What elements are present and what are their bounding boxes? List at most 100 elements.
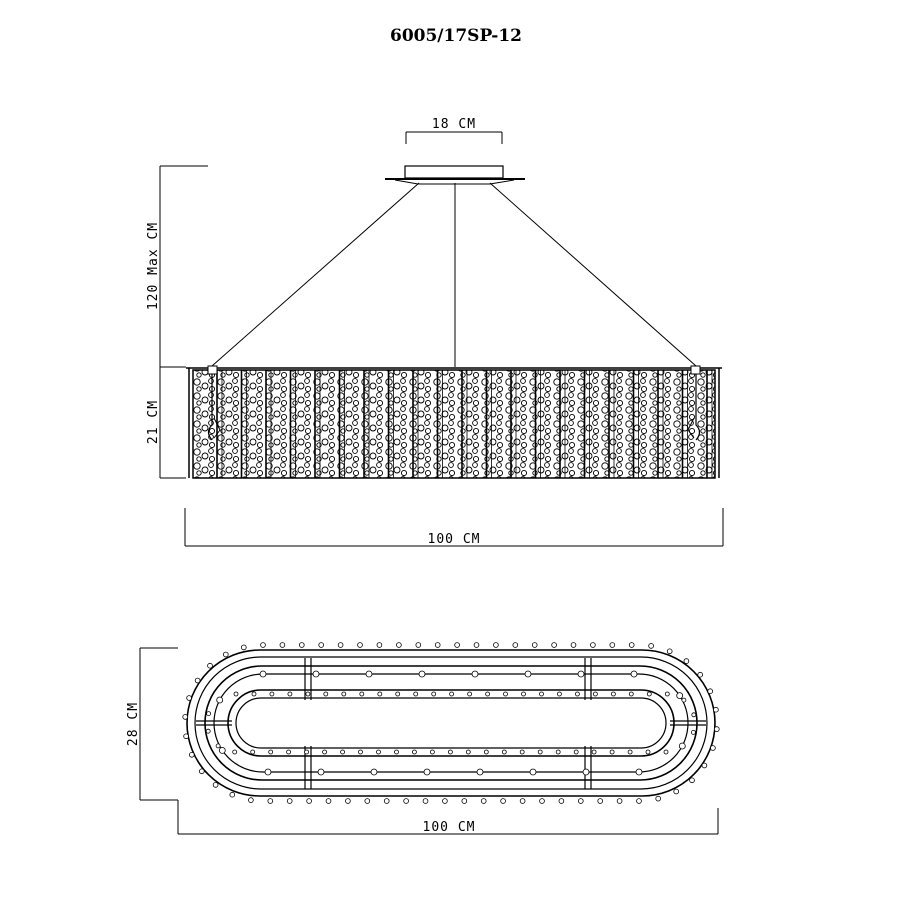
crystal-bead — [259, 670, 267, 678]
crystal-bead — [467, 691, 473, 697]
crystal-bead — [396, 642, 402, 648]
crystal-bead — [689, 777, 695, 784]
top-width-label: 100 CM — [423, 820, 476, 835]
crystal-bead — [465, 749, 471, 755]
oval-frame — [186, 649, 716, 797]
crystal-bead — [630, 670, 638, 678]
crystal-bead — [558, 798, 565, 804]
body-height-dimension: 21 CM — [146, 366, 186, 479]
chandelier-body — [186, 365, 722, 479]
left-end-bracket — [207, 365, 221, 441]
crystal-bead — [713, 726, 720, 732]
crystal-bead — [212, 782, 219, 788]
crystal-bead — [364, 798, 371, 804]
crystal-bead — [264, 768, 272, 776]
crystal-bead — [345, 798, 351, 804]
crystal-bead — [317, 768, 325, 776]
crystal-bead — [205, 728, 211, 734]
crystal-bead — [531, 642, 538, 648]
crystal-bead — [442, 798, 448, 804]
crystal-bead — [341, 691, 347, 697]
crystal-bead — [304, 749, 310, 755]
crystal-bead — [383, 798, 390, 804]
crystal-bead — [461, 798, 468, 804]
crystal-bead — [376, 749, 381, 755]
crystal-bead — [394, 749, 399, 755]
crystal-bead — [199, 768, 205, 775]
crystal-bead — [591, 749, 597, 755]
crystal-bead — [215, 743, 221, 749]
crystal-bead — [697, 671, 703, 678]
frame-cross-bars — [196, 658, 706, 789]
crystal-bead — [434, 642, 441, 648]
crystal-bead — [501, 749, 507, 755]
crystal-bead — [628, 691, 634, 697]
body-height-label: 21 CM — [146, 400, 161, 444]
crystal-bead — [678, 742, 686, 750]
crystal-bead — [286, 749, 292, 755]
crystal-bead — [207, 662, 213, 669]
top-width-dimension: 100 CM — [177, 800, 719, 835]
crystal-bead — [322, 749, 328, 755]
crystal-bead — [663, 749, 669, 755]
crystal-bead — [691, 730, 696, 735]
crystal-bead — [666, 648, 673, 655]
crystal-bead — [521, 691, 526, 697]
body-width-dimension: 100 CM — [184, 508, 724, 547]
crystal-bead — [483, 749, 489, 755]
crystal-bead — [403, 798, 409, 804]
top-view: 28 CM — [126, 642, 720, 835]
crystal-bead — [519, 798, 526, 804]
crystal-bead — [701, 762, 708, 769]
crystal-bead — [312, 670, 320, 678]
crystal-bead — [577, 798, 584, 804]
crystal-bead — [454, 642, 460, 648]
model-title: 6005/17SP-12 — [390, 26, 522, 46]
crystal-bead — [500, 798, 506, 804]
crystal-bead — [616, 798, 623, 804]
crystal-beads — [182, 642, 720, 804]
crystal-bead — [306, 798, 312, 804]
crystal-bead — [664, 691, 670, 697]
body-width-label: 100 CM — [428, 532, 481, 547]
crystal-bead — [555, 749, 561, 755]
crystal-bead — [186, 695, 192, 701]
crystal-bead — [233, 691, 239, 697]
suspension-height-label: 120 Max CM — [146, 222, 161, 310]
depth-dimension: 28 CM — [126, 647, 178, 801]
crystal-bead — [395, 691, 401, 697]
crystal-bead — [268, 749, 274, 755]
crystal-bead — [418, 670, 426, 678]
canopy-width-label: 18 CM — [432, 117, 476, 132]
ceiling-canopy — [385, 165, 525, 185]
crystal-bead — [269, 691, 275, 697]
suspension-cables — [211, 182, 697, 367]
crystal-bead — [645, 749, 651, 755]
crystal-bead — [570, 642, 577, 648]
crystal-bead — [359, 691, 365, 697]
crystal-bead — [216, 696, 224, 704]
crystal-bead — [673, 788, 679, 795]
crystal-bead — [241, 644, 247, 651]
crystal-bead — [557, 691, 562, 697]
crystal-bead — [537, 749, 543, 755]
crystal-bead — [519, 749, 525, 755]
crystal-bead — [229, 791, 236, 798]
crystal-bead — [551, 642, 557, 648]
crystal-bead — [413, 691, 419, 697]
crystal-bead — [318, 642, 325, 648]
crystal-bead — [365, 670, 373, 678]
crystal-bead — [710, 745, 716, 751]
crystal-bead — [287, 691, 293, 697]
crystal-bead — [358, 749, 363, 755]
crystal-bead — [251, 691, 257, 697]
crystal-bead — [593, 691, 598, 697]
crystal-bead — [298, 642, 305, 648]
crystal-bead — [305, 691, 311, 697]
crystal-bead — [575, 691, 580, 697]
crystal-bead — [582, 768, 590, 776]
crystal-bead — [232, 749, 238, 755]
crystal-bead — [223, 651, 229, 658]
crystal-bead — [377, 691, 383, 697]
